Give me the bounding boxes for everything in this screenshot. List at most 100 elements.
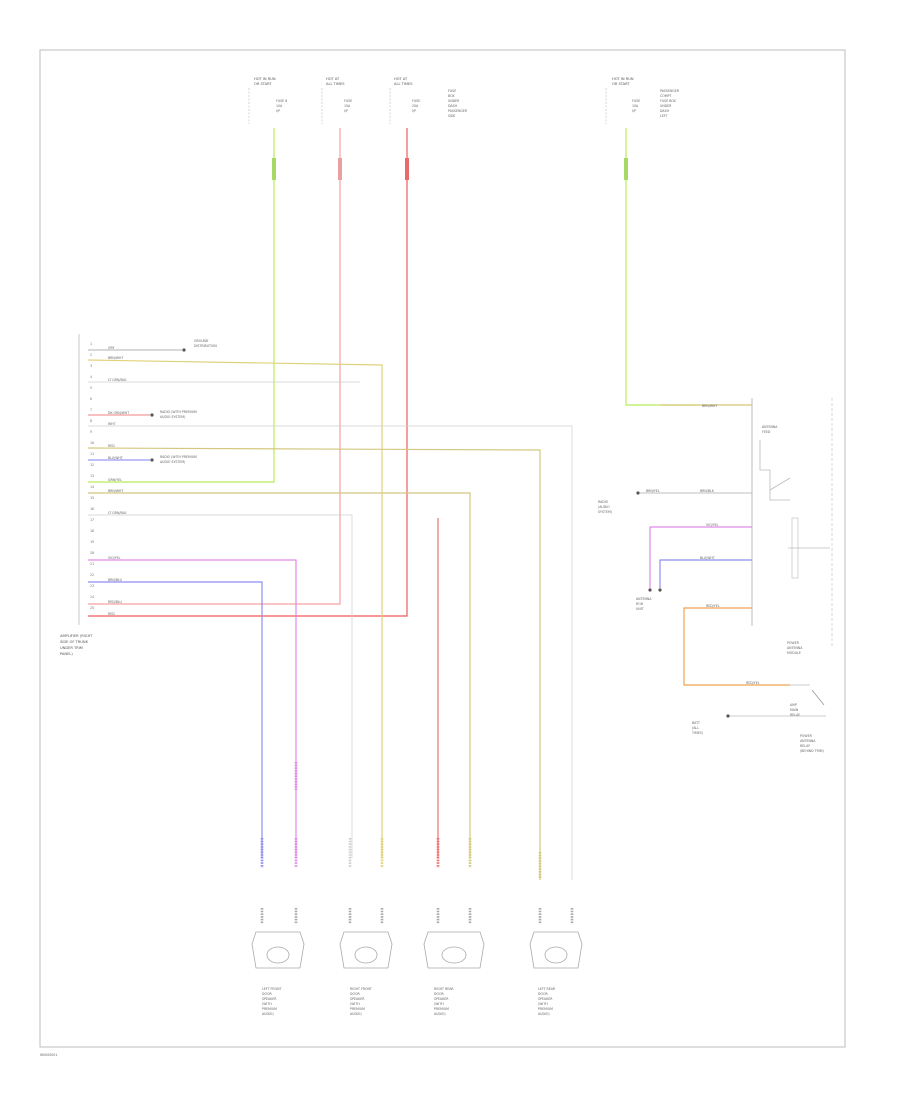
- antenna-side-label-2: FEED: [762, 430, 771, 434]
- speaker-lf-label: PREMIUM: [262, 1007, 277, 1011]
- radio-block-line-2: (AUDIO: [598, 505, 610, 509]
- amp-pin: 20: [90, 551, 94, 555]
- fuse-4-side-5: DASH: [660, 109, 670, 113]
- module-wire-label: RED/YEL: [746, 681, 760, 685]
- fuse-2-sub-2: 15A: [344, 104, 351, 108]
- module-title-line-1: POWER: [787, 641, 800, 645]
- amp-wire-label: RED: [108, 444, 115, 448]
- amp-pin: 14: [90, 485, 94, 489]
- speaker-right-rear-icon: [423, 931, 485, 969]
- module-wire-label: BRN/WHT: [702, 404, 717, 408]
- speaker-lr-label: DOOR: [538, 992, 548, 996]
- speaker-left-front: LEFT FRONT DOOR SPEAKER (WITH PREMIUM AU…: [251, 931, 305, 1016]
- fuse-1-sub-3: I/P: [276, 109, 280, 113]
- amp-pin: 12: [90, 463, 94, 467]
- amp-note-2-line-1: RADIO (WITH PREMIUM: [160, 410, 197, 414]
- amp-note-2-line-2: AUDIO SYSTEM): [160, 415, 185, 419]
- module-title-line-2: ANTENNA: [787, 646, 803, 650]
- fuse-label-4: HOT IN RUN OR START FUSE 10A I/P PASSENG…: [605, 77, 680, 124]
- amp-pin: 13: [90, 474, 94, 478]
- module-wire-label: VIO/YEL: [706, 523, 719, 527]
- fuse-4-side-1: PASSENGER: [660, 89, 680, 93]
- wire-green-fuse1: [88, 128, 275, 483]
- wire-gray-1: [88, 425, 573, 880]
- amp-pin: 4: [90, 375, 92, 379]
- wire-blue-lf: [88, 581, 263, 858]
- speaker-right-rear: RIGHT REAR DOOR SPEAKER (WITH PREMIUM AU…: [423, 931, 485, 1016]
- amp-wire-label: GRY: [108, 346, 114, 350]
- amp-pin: 9: [90, 430, 92, 434]
- fuse-3-side-5: PASSENGER: [448, 109, 468, 113]
- speaker-rr-label: DOOR: [434, 992, 444, 996]
- batt-block-line-1: BATT: [692, 721, 700, 725]
- amp-pin: 22: [90, 573, 94, 577]
- wire-tan-rf: [87, 359, 383, 858]
- speaker-right-front: RIGHT FRONT DOOR SPEAKER (WITH PREMIUM A…: [339, 931, 393, 1016]
- fuse-2-sub-3: I/P: [344, 109, 348, 113]
- speaker-rr-label: PREMIUM: [434, 1007, 449, 1011]
- batt-block-line-3: TIMES): [691, 731, 703, 735]
- fuse-3-side-6: SIDE: [448, 114, 455, 118]
- wire-gray-2: [88, 514, 353, 858]
- radio-block-line-3: SYSTEM): [598, 510, 612, 514]
- amp-pin: 17: [90, 518, 94, 522]
- radio-block-line-1: RADIO: [598, 500, 609, 504]
- amp-pin: 2: [90, 353, 92, 357]
- amp-wire-label: LT GRN/BLK: [108, 378, 127, 382]
- power-antenna-module: ANTENNA FEED BRN/WHT BRN/YEL BRN/BLK RAD…: [598, 398, 833, 753]
- amp-pin: 1: [90, 342, 92, 346]
- fuse-4-line-1: HOT IN RUN: [612, 77, 634, 81]
- amp-title-line-4: PANEL): [60, 652, 73, 656]
- fuse-4-side-2: COMPT: [660, 94, 671, 98]
- fuse-4-side-3: FUSE BOX: [660, 99, 677, 103]
- fuse-3-sub-2: 20A: [412, 104, 419, 108]
- amp-note-1-line-1: GROUND: [194, 339, 209, 343]
- fuse-3-side-2: BOX: [448, 94, 455, 98]
- wire-pink-fuse2: [88, 128, 341, 605]
- amp-wire-label: GRN/YEL: [108, 478, 122, 482]
- fuse-1-sub-1: FUSE 8: [276, 99, 287, 103]
- relay-label-4: (BEHIND TRIM): [800, 749, 824, 753]
- fuse-4-side-6: LEFT: [660, 114, 668, 118]
- amp-wire-label: BRN/WHT: [108, 356, 123, 360]
- fuse-4-line-2: OR START: [612, 82, 630, 86]
- fuse-2-line-2: ALL TIMES: [326, 82, 345, 86]
- fuse-2-sub-1: FUSE: [344, 99, 352, 103]
- speaker-left-rear: LEFT REAR DOOR SPEAKER (WITH PREMIUM AUD…: [529, 931, 583, 1016]
- switch-label-1: AMP: [790, 703, 797, 707]
- connector-red-top: [405, 158, 409, 180]
- speaker-rr-label: (WITH: [434, 1002, 444, 1006]
- module-wire-label: BRN/BLK: [700, 489, 715, 493]
- speaker-rf-label: (WITH: [350, 1002, 360, 1006]
- amp-wire-label: RED: [108, 612, 115, 616]
- amp-wire-label: BRN/WHT: [108, 489, 123, 493]
- speaker-lf-label: LEFT FRONT: [262, 987, 281, 991]
- rod-block-line-3: UNIT: [636, 607, 644, 611]
- wire-violet-module: [649, 526, 752, 588]
- module-wire-label: BRN/YEL: [646, 489, 660, 493]
- speaker-rf-label: AUDIO): [350, 1012, 362, 1016]
- amp-note-3-line-2: AUDIO SYSTEM): [160, 460, 185, 464]
- speaker-left-rear-icon: [529, 931, 583, 969]
- speaker-lr-label: SPEAKER: [538, 997, 553, 1001]
- speaker-rf-label: DOOR: [350, 992, 360, 996]
- amp-pin: 18: [90, 529, 94, 533]
- amplifier-block: 1 2 3 4 5 6 7 8 9 10 11 12 13 14 15 16 1…: [60, 334, 217, 656]
- connector-pink-top: [338, 158, 342, 180]
- speaker-lr-label: PREMIUM: [538, 1007, 553, 1011]
- switch-label-2: MAIN: [790, 708, 799, 712]
- fuse-1-line-1: HOT IN RUN: [254, 77, 276, 81]
- amp-pin: 19: [90, 540, 94, 544]
- amp-pin-numbers: 1 2 3 4 5 6 7 8 9 10 11 12 13 14 15 16 1…: [90, 342, 94, 610]
- fuse-4-sub-2: 10A: [632, 104, 639, 108]
- fuse-3-sub-3: I/P: [412, 109, 416, 113]
- amp-wire-label: VIO/YEL: [108, 556, 121, 560]
- diagram-frame: [39, 49, 846, 1048]
- speaker-lf-label: DOOR: [262, 992, 272, 996]
- amp-pin: 10: [90, 441, 94, 445]
- amp-wire-label: BLU/WHT: [108, 456, 123, 460]
- speaker-lr-label: (WITH: [538, 1002, 548, 1006]
- fuse-1-line-2: OR START: [254, 82, 272, 86]
- amp-pin: 21: [90, 562, 94, 566]
- module-wire-label: RED/YEL: [706, 604, 720, 608]
